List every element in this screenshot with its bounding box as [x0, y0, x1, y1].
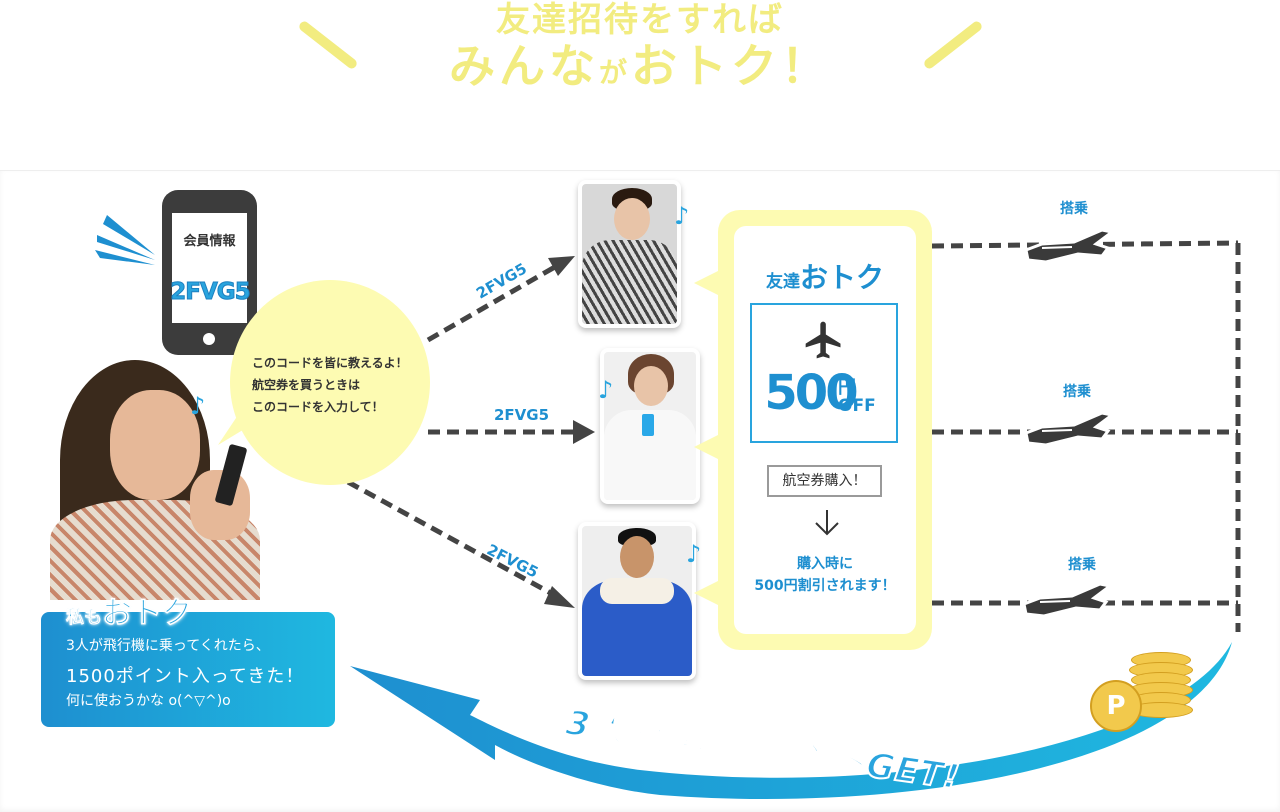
boarding-label-top: 搭乗 [1060, 201, 1088, 217]
discount-amount: 500 [760, 365, 860, 421]
headline-line2: みんながおトク！ [0, 40, 1280, 99]
ticket-purchase-button[interactable]: 航空券購入！ [767, 465, 882, 497]
headline-minna: みんな [448, 39, 599, 93]
airplane-icon [1022, 582, 1112, 618]
discount-box [750, 303, 898, 443]
discount-number: 500 [764, 365, 858, 421]
coin-stack-icon [1125, 652, 1195, 724]
card-title-big: おトク [799, 261, 884, 294]
down-arrow-icon [815, 510, 839, 536]
discount-note-line1: 購入時に [797, 556, 853, 572]
friend-man-photo [578, 180, 681, 328]
airplane-icon [1024, 411, 1114, 447]
boarding-label-bottom: 搭乗 [1068, 557, 1096, 573]
speech-bubble [230, 280, 430, 485]
card-pointer-middle [694, 432, 724, 462]
member-info-label: 会員情報 [183, 234, 236, 249]
speech-line2: 航空券を買うときは [252, 378, 361, 392]
self-benefit-title: 私もおトク [66, 588, 193, 632]
phone-home-button [203, 333, 215, 345]
point-coin-icon: P [1090, 680, 1142, 732]
self-title-small: 私も [66, 607, 103, 629]
headline-ga: が [598, 56, 631, 89]
coin-letter: P [1106, 691, 1126, 721]
card-title-small: 友達 [765, 272, 800, 292]
self-line2: 1500ポイント入ってきた！ [66, 666, 305, 687]
card-title: 友達おトク [734, 256, 916, 296]
card-pointer-top [694, 268, 724, 298]
card-inner [734, 226, 916, 634]
music-note-icon: ♪ [598, 376, 614, 404]
speech-line3: このコードを入力して！ [252, 400, 384, 414]
headline-otoku: おトク！ [631, 39, 831, 93]
invite-code: 2FVG5 [170, 279, 251, 306]
self-line1: 3人が飛行機に乗ってくれたら、 [66, 638, 270, 654]
music-note-icon: ♪ [674, 202, 690, 230]
discount-off: OFF [838, 396, 876, 416]
discount-note: 購入時に 500円割引されます！ [734, 553, 916, 597]
self-title-big: おトク [102, 596, 193, 632]
friend-woman-photo [600, 348, 700, 504]
headline-line1: 友達招待をすれば [496, 0, 784, 40]
music-note-icon: ♪ [190, 392, 206, 420]
alert-lines-icon [95, 210, 155, 280]
card-pointer-bottom [694, 578, 724, 608]
phone-screen [172, 213, 247, 323]
friend-athlete-photo [578, 522, 696, 680]
airplane-icon [805, 321, 841, 359]
speech-bubble-tail [218, 400, 256, 445]
speech-line1: このコードを皆に教えるよ！ [252, 356, 408, 370]
self-benefit-box [41, 612, 335, 727]
discount-note-line2: 500円割引されます！ [754, 578, 896, 594]
woman-photo [50, 360, 260, 600]
boarding-label-middle: 搭乗 [1063, 384, 1091, 400]
airplane-icon [1024, 228, 1114, 264]
self-line3: 何に使おうかな o(^▽^)o [66, 693, 231, 709]
discount-yen: 円 [838, 377, 856, 398]
get-part2: の紹介 [656, 727, 730, 763]
arrow-label-middle: 2FVG5 [494, 406, 550, 424]
speech-text: このコードを皆に教えるよ！ 航空券を買うときは このコードを入力して！ [252, 352, 442, 418]
music-note-icon: ♪ [686, 540, 702, 568]
